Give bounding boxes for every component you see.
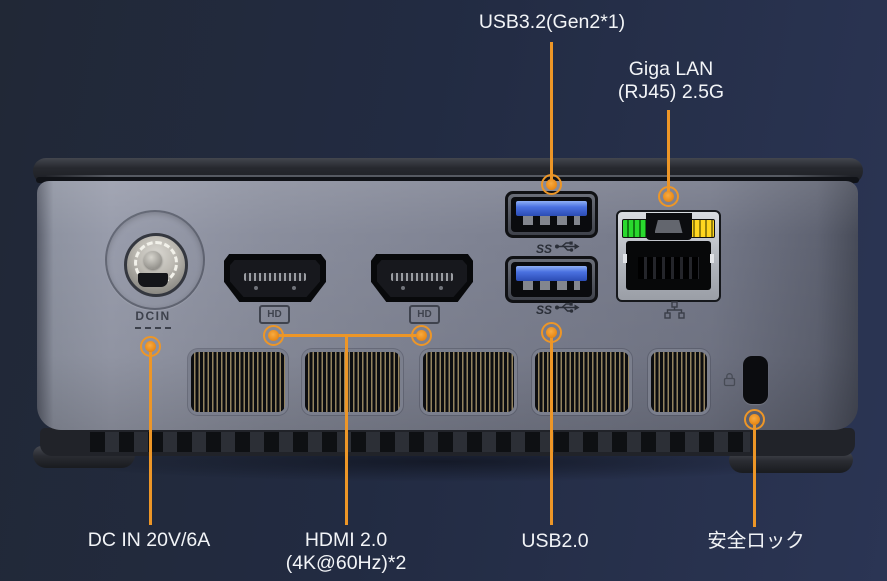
hd-engraving-2: HD (409, 305, 440, 324)
superspeed-mark-2: SS (536, 301, 580, 319)
hdmi-contact-dot (254, 286, 258, 290)
vent-grille-1 (188, 349, 288, 415)
vent-grille-3 (420, 349, 517, 415)
hdmi-contact-dot (292, 286, 296, 290)
callout-dot-lock (744, 409, 765, 430)
kensington-lock-slot (743, 356, 768, 404)
lan-side-notch (623, 254, 627, 263)
vent-slats (305, 352, 400, 412)
callout-line-dc (149, 347, 152, 525)
callout-line-hdmi-horizontal (274, 334, 422, 337)
hdmi-port-2 (371, 254, 473, 302)
callout-line-lock (753, 420, 756, 527)
hdmi-port-2-pins (391, 273, 453, 281)
lan-port (616, 210, 721, 302)
usb2-contacts (523, 281, 580, 290)
lan-pin-comb (638, 257, 699, 279)
usb2-cavity (511, 262, 592, 297)
usb2-blue-tongue (516, 266, 587, 281)
lan-side-notch (710, 254, 714, 263)
callout-line-lan (667, 110, 670, 197)
label-dc: DC IN 20V/6A (87, 529, 211, 551)
vent-grille-2 (302, 349, 403, 415)
label-usb32: USB3.2(Gen2*1) (478, 11, 626, 33)
superspeed-mark-1: SS (536, 240, 580, 258)
dc-in-engraving: DCIN (135, 309, 171, 323)
dc-in-port (124, 233, 188, 297)
lan-cavity (626, 241, 711, 290)
vent-slats (651, 352, 707, 412)
usb2-port (505, 256, 598, 303)
hdmi-port-1-pins (244, 273, 306, 281)
network-icon (664, 301, 685, 324)
dc-in-outer-ring (105, 210, 205, 310)
callout-line-usb2 (550, 333, 553, 525)
label-hdmi-line1: HDMI 2.0 (304, 529, 388, 551)
dc-in-engraving-underline (135, 327, 171, 329)
dc-in-center-pin (144, 251, 162, 269)
lock-icon (722, 372, 737, 392)
label-hdmi: HDMI 2.0 (4K@60Hz)*2 (286, 529, 407, 575)
vent-grille-4 (532, 349, 632, 415)
usb3-contacts (523, 216, 580, 225)
superspeed-text: SS (536, 242, 553, 256)
callout-line-hdmi-vertical (345, 336, 348, 525)
label-hdmi-line2: (4K@60Hz)*2 (285, 552, 407, 574)
usb3-cavity (511, 197, 592, 232)
lan-latch-notch (645, 213, 692, 240)
hdmi-port-2-cavity (377, 260, 467, 297)
bottom-vent-teeth (90, 432, 750, 452)
callout-dot-usb2 (541, 322, 562, 343)
callout-line-usb32 (550, 42, 553, 185)
callout-dot-lan (658, 186, 679, 207)
rubber-foot-right (729, 451, 853, 473)
lan-led-yellow (688, 219, 715, 238)
vent-slats (423, 352, 514, 412)
label-lan-line1: Giga LAN (628, 58, 714, 80)
dc-in-bottom-notch (138, 273, 168, 287)
ss-trident-icon (554, 301, 580, 319)
vent-slats (191, 352, 285, 412)
usb3-blue-tongue (516, 201, 587, 216)
label-lan-line2: (RJ45) 2.5G (617, 81, 725, 103)
hdmi-contact-dot (401, 286, 405, 290)
ss-trident-icon (554, 240, 580, 258)
label-lock: 安全ロック (707, 530, 805, 552)
vent-grille-5 (648, 349, 710, 415)
hd-engraving-1: HD (259, 305, 290, 324)
label-usb2: USB2.0 (521, 530, 589, 552)
hdmi-port-1-cavity (230, 260, 320, 297)
usb3-port (505, 191, 598, 238)
callout-dot-dc (140, 336, 161, 357)
callout-dot-usb32 (541, 174, 562, 195)
lan-latch-inner (654, 220, 683, 233)
lid-body-seam (36, 177, 859, 183)
label-lan: Giga LAN (RJ45) 2.5G (618, 58, 724, 104)
superspeed-text: SS (536, 303, 553, 317)
callout-dot-hdmi-1 (263, 325, 284, 346)
hdmi-contact-dot (439, 286, 443, 290)
hdmi-port-1 (224, 254, 326, 302)
callout-dot-hdmi-2 (411, 325, 432, 346)
